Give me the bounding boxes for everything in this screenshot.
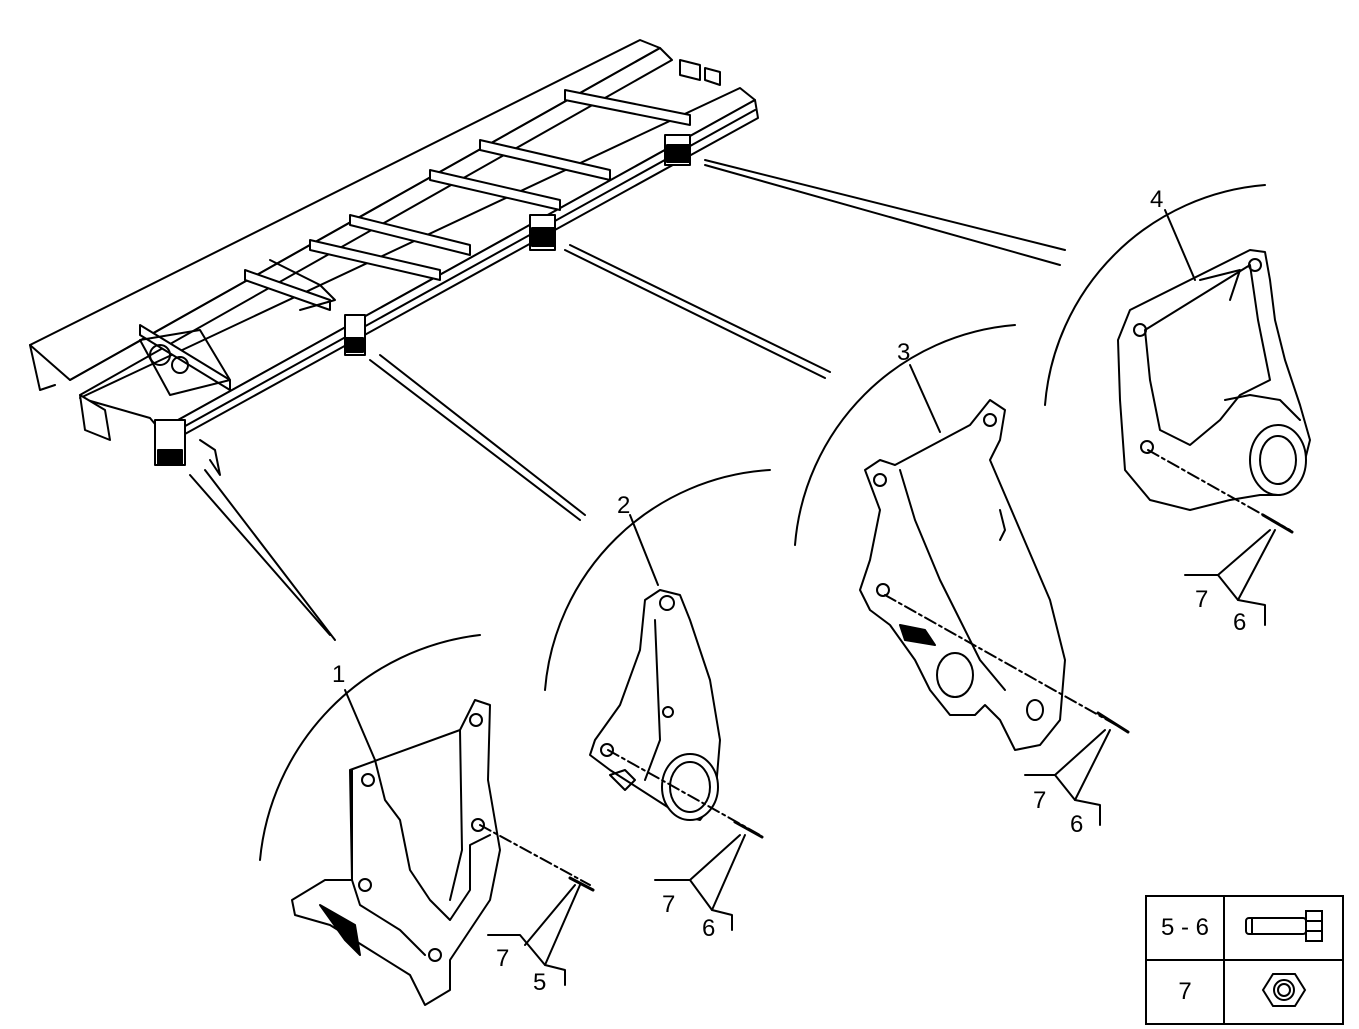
- bracket-part-1: [291, 699, 501, 1006]
- callout-part-2-nut: 7: [662, 891, 675, 918]
- bracket-part-4: [1117, 249, 1311, 511]
- fastener-legend: 5 - 6 7: [1145, 895, 1344, 1025]
- callout-part-1-bolt: 5: [533, 969, 546, 996]
- callout-part-1-nut: 7: [496, 945, 509, 972]
- hex-bolt-icon: [1244, 909, 1323, 942]
- hex-nut-icon: [1261, 972, 1306, 1007]
- bracket-part-3: [859, 399, 1066, 751]
- callout-part-4-bolt: 6: [1233, 609, 1246, 636]
- callout-part-3-nut: 7: [1033, 787, 1046, 814]
- legend-row-bolt: 5 - 6: [1145, 895, 1344, 961]
- bracket-part-2: [589, 589, 721, 821]
- detail-view-arcs: [259, 184, 1266, 861]
- callout-part-3: 3: [897, 339, 910, 366]
- callout-part-2-bolt: 6: [702, 915, 715, 942]
- callout-part-4-nut: 7: [1195, 586, 1208, 613]
- callout-leaders: [344, 209, 1276, 986]
- callout-part-2: 2: [617, 492, 630, 519]
- leader-lines: [189, 159, 1066, 641]
- callout-part-3-bolt: 6: [1070, 811, 1083, 838]
- legend-ref-bolt: 5 - 6: [1145, 895, 1225, 961]
- callout-part-4: 4: [1150, 186, 1163, 213]
- chassis-frame: [29, 39, 759, 476]
- callout-part-1: 1: [332, 661, 345, 688]
- legend-row-nut: 7: [1145, 959, 1344, 1025]
- legend-ref-nut: 7: [1145, 959, 1225, 1025]
